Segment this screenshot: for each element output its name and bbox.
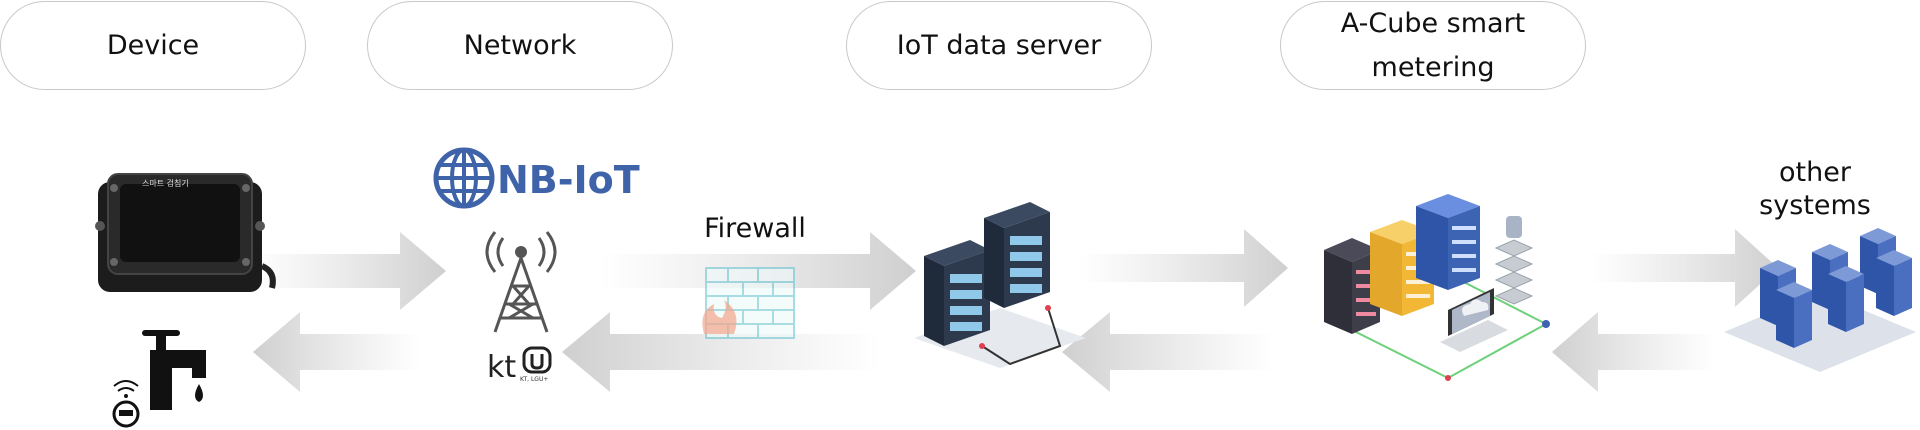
header-network: Network [367, 1, 673, 90]
arrow-other-to-acube [1552, 312, 1715, 392]
firewall-icon [702, 267, 795, 339]
other-systems-servers-icon [1724, 228, 1916, 372]
smart-meter-device-icon: 스마트 검침기 [95, 173, 276, 292]
header-acube-smart-metering: A-Cube smart metering [1280, 1, 1586, 90]
nb-iot-globe-logo [433, 147, 495, 209]
header-iot-data-server: IoT data server [846, 1, 1152, 90]
water-tap-meter-icon [112, 330, 206, 428]
arrow-device-to-network [250, 232, 446, 310]
cell-tower-icon [485, 231, 557, 333]
arrow-acube-to-server [1062, 312, 1275, 392]
arrow-server-to-acube [1080, 229, 1288, 307]
header-acube-label: A-Cube smart metering [1340, 7, 1526, 83]
iot-server-racks-icon [914, 202, 1086, 368]
arrow-network-to-device [253, 312, 420, 392]
kt-logo-mark [522, 346, 552, 374]
device-caption: 스마트 검침기 [142, 178, 189, 188]
arrow-acube-to-other [1590, 229, 1778, 307]
kt-sub-label: KT, LGU+ [520, 376, 549, 383]
other-systems-label: other systems [1759, 157, 1871, 221]
header-device: Device [0, 1, 306, 90]
firewall-label: Firewall [704, 213, 806, 244]
nb-iot-label: NB-IoT [497, 158, 640, 202]
acube-platform-icon [1324, 194, 1550, 381]
arrow-server-to-network [562, 312, 880, 392]
kt-logo-text: kt [487, 350, 517, 385]
